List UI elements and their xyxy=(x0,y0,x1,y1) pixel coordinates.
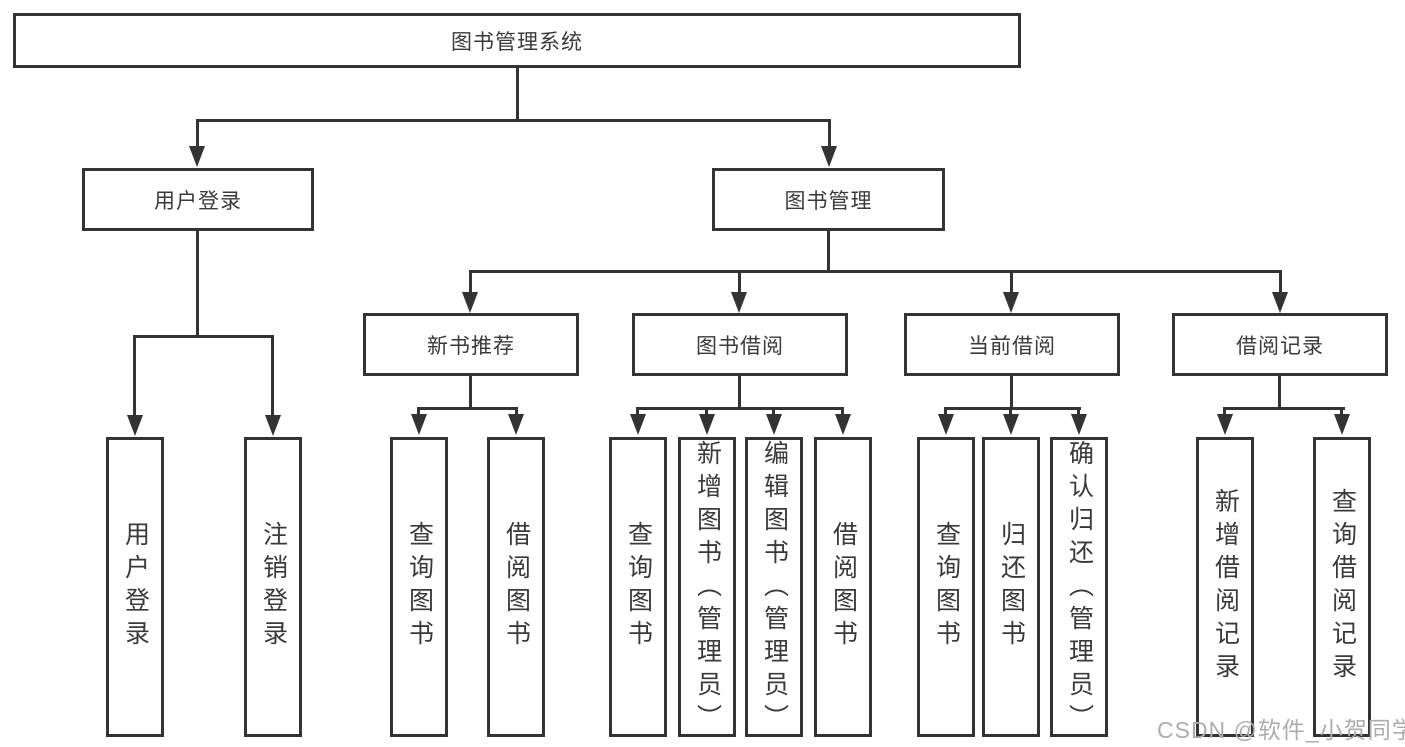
connector-vline xyxy=(738,270,741,293)
arrow-down-icon xyxy=(411,414,427,435)
connector-vline xyxy=(417,407,420,416)
connector-vline xyxy=(1010,376,1013,407)
connector-hline xyxy=(636,407,844,410)
arrow-down-icon xyxy=(1272,292,1288,313)
node-new-book-recommend: 新书推荐 xyxy=(363,313,579,376)
connector-vline xyxy=(469,376,472,407)
connector-vline xyxy=(1077,407,1080,416)
connector-vline xyxy=(705,407,708,416)
connector-vline xyxy=(1340,407,1343,416)
arrow-down-icon xyxy=(766,414,782,435)
connector-vline xyxy=(1223,407,1226,416)
connector-vline xyxy=(944,407,947,416)
arrow-down-icon xyxy=(1071,414,1087,435)
connector-vline xyxy=(1010,270,1013,293)
arrow-down-icon xyxy=(821,146,837,167)
connector-vline xyxy=(1009,407,1012,416)
connector-vline xyxy=(271,335,274,416)
connector-vline xyxy=(196,231,199,335)
node-leaf-logout: 注销登录 xyxy=(244,437,302,737)
connector-vline xyxy=(469,270,472,293)
node-leaf-add-book-admin: 新增图书（管理员） xyxy=(678,437,736,737)
arrow-down-icon xyxy=(1334,414,1350,435)
node-book-management: 图书管理 xyxy=(712,168,945,231)
node-current-borrow: 当前借阅 xyxy=(904,313,1120,376)
arrow-down-icon xyxy=(1217,414,1233,435)
arrow-down-icon xyxy=(189,146,205,167)
node-leaf-query-borrow-record: 查询借阅记录 xyxy=(1313,437,1371,737)
node-leaf-add-borrow-record: 新增借阅记录 xyxy=(1196,437,1254,737)
connector-vline xyxy=(841,407,844,416)
arrow-down-icon xyxy=(938,414,954,435)
node-leaf-borrow-books-1: 借阅图书 xyxy=(487,437,545,737)
connector-hline xyxy=(417,407,518,410)
connector-vline xyxy=(1279,270,1282,293)
connector-vline xyxy=(828,119,831,147)
arrow-down-icon xyxy=(1003,292,1019,313)
connector-hline xyxy=(196,119,831,122)
node-leaf-query-books-3: 查询图书 xyxy=(917,437,975,737)
connector-vline xyxy=(515,407,518,416)
node-book-borrow: 图书借阅 xyxy=(632,313,848,376)
arrow-down-icon xyxy=(462,292,478,313)
connector-hline xyxy=(469,270,1282,273)
arrow-down-icon xyxy=(731,292,747,313)
node-leaf-return-book: 归还图书 xyxy=(982,437,1040,737)
connector-vline xyxy=(636,407,639,416)
connector-vline xyxy=(133,335,136,416)
connector-vline xyxy=(1278,376,1281,407)
connector-hline xyxy=(133,335,274,338)
connector-vline xyxy=(738,376,741,407)
arrow-down-icon xyxy=(835,414,851,435)
arrow-down-icon xyxy=(508,414,524,435)
connector-vline xyxy=(827,231,830,270)
node-user-login: 用户登录 xyxy=(82,168,314,231)
csdn-watermark: CSDN @软件_小贺同学 xyxy=(1157,717,1405,743)
arrow-down-icon xyxy=(265,415,281,436)
connector-vline xyxy=(772,407,775,416)
arrow-down-icon xyxy=(699,414,715,435)
connector-vline xyxy=(196,119,199,147)
arrow-down-icon xyxy=(127,415,143,436)
node-leaf-user-login: 用户登录 xyxy=(106,437,164,737)
node-leaf-borrow-books-2: 借阅图书 xyxy=(814,437,872,737)
node-borrow-records: 借阅记录 xyxy=(1172,313,1388,376)
connector-vline xyxy=(516,68,519,119)
arrow-down-icon xyxy=(1003,414,1019,435)
node-leaf-confirm-return-admin: 确认归还（管理员） xyxy=(1050,437,1108,737)
node-leaf-query-books-1: 查询图书 xyxy=(390,437,448,737)
node-leaf-query-books-2: 查询图书 xyxy=(609,437,667,737)
connector-hline xyxy=(944,407,1081,410)
connector-hline xyxy=(1223,407,1345,410)
arrow-down-icon xyxy=(630,414,646,435)
node-leaf-edit-book-admin: 编辑图书（管理员） xyxy=(745,437,803,737)
node-root: 图书管理系统 xyxy=(13,13,1021,68)
